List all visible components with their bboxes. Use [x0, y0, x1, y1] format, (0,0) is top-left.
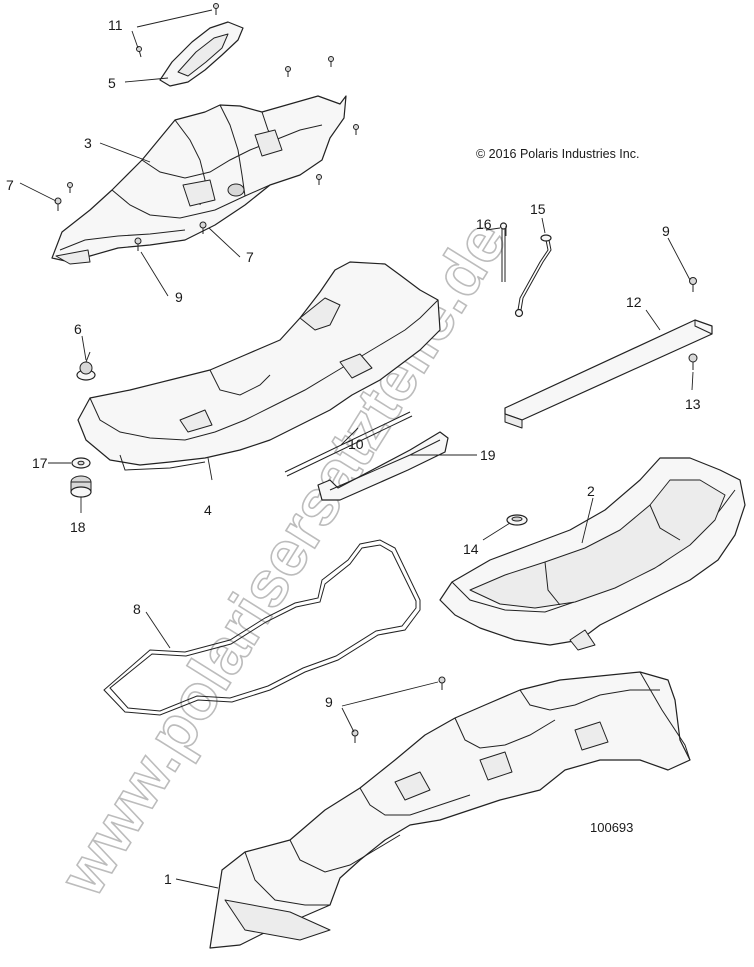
screw-icon: [136, 46, 142, 58]
grommet-icon: [76, 351, 96, 381]
screw-icon: [316, 174, 322, 185]
part-3-front-cover: [51, 95, 347, 265]
copyright-notice: © 2016 Polaris Industries Inc.: [476, 147, 639, 161]
part-1-rear-fender: [209, 671, 691, 949]
callout-16: 16: [476, 216, 492, 232]
part-2-storage-box: [439, 457, 746, 651]
callout-18: 18: [70, 519, 86, 535]
diagram-reference-number: 100693: [590, 820, 633, 835]
screw-icon: [438, 676, 446, 690]
screw-icon: [285, 66, 291, 77]
callout-9a: 9: [175, 289, 183, 305]
part-5-top-trim: [159, 21, 244, 87]
washer-icon: [71, 457, 91, 469]
screw-icon: [54, 197, 62, 211]
callout-19: 19: [480, 447, 496, 463]
screw-icon: [213, 3, 219, 15]
callout-9b: 9: [662, 223, 670, 239]
callouts: 11 5 3 7 7 9 6 17 18 4 10 19 16 15 9 12 …: [6, 17, 701, 887]
callout-9c: 9: [325, 694, 333, 710]
screw-icon: [134, 237, 142, 251]
part-4-floor-panel: [77, 261, 441, 471]
screw-icon: [328, 56, 334, 67]
callout-13: 13: [685, 396, 701, 412]
part-15-cable: [514, 234, 552, 318]
callout-5: 5: [108, 75, 116, 91]
callout-6: 6: [74, 321, 82, 337]
callout-8: 8: [133, 601, 141, 617]
callout-7a: 7: [6, 177, 14, 193]
part-8-seal: [103, 539, 421, 716]
callout-2: 2: [587, 483, 595, 499]
part-16-pin: [499, 222, 508, 282]
fasteners: [54, 3, 698, 743]
callout-12: 12: [626, 294, 642, 310]
callout-3: 3: [84, 135, 92, 151]
callout-17: 17: [32, 455, 48, 471]
callout-10: 10: [348, 436, 364, 452]
callout-11: 11: [108, 17, 123, 33]
screw-icon: [688, 353, 698, 370]
screw-icon: [353, 124, 359, 135]
callout-14: 14: [463, 541, 479, 557]
bumper-icon: [70, 475, 92, 498]
screw-icon: [199, 221, 207, 234]
leader-lines: [19, 9, 694, 889]
screw-icon: [67, 182, 73, 193]
callout-15: 15: [530, 201, 546, 217]
plug-icon: [506, 514, 528, 526]
screw-icon: [689, 277, 697, 292]
screw-icon: [351, 729, 359, 743]
callout-7b: 7: [246, 249, 254, 265]
part-10-rod: [284, 411, 413, 477]
callout-1: 1: [164, 871, 172, 887]
part-12-bracket: [504, 319, 713, 429]
callout-4: 4: [204, 502, 212, 518]
